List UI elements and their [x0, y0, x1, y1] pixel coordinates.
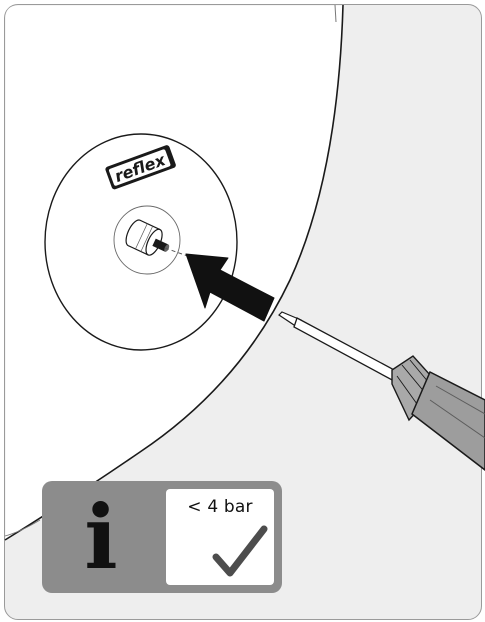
valve-cap	[125, 219, 170, 256]
info-badge: i < 4 bar	[42, 481, 282, 593]
push-arrow-icon	[185, 253, 275, 322]
check-icon	[212, 525, 268, 577]
vessel-outline-inner	[334, 4, 337, 23]
valve-ring	[113, 205, 181, 275]
pressure-panel: < 4 bar	[166, 489, 274, 585]
pressure-label: < 4 bar	[187, 497, 253, 517]
screwdriver-icon	[278, 311, 485, 471]
vessel-lower-edge	[4, 519, 41, 537]
guide-line	[164, 247, 197, 260]
info-icon: i	[84, 485, 118, 589]
